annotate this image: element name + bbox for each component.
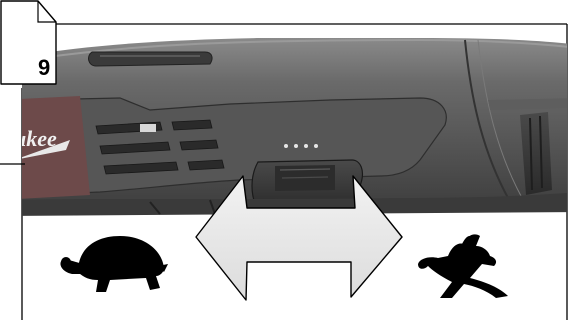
power-tool-body: ukee bbox=[0, 38, 571, 216]
page-number: 9 bbox=[38, 57, 50, 79]
rabbit-icon bbox=[418, 234, 508, 298]
vent-slots bbox=[96, 120, 224, 174]
turtle-icon bbox=[60, 236, 168, 292]
